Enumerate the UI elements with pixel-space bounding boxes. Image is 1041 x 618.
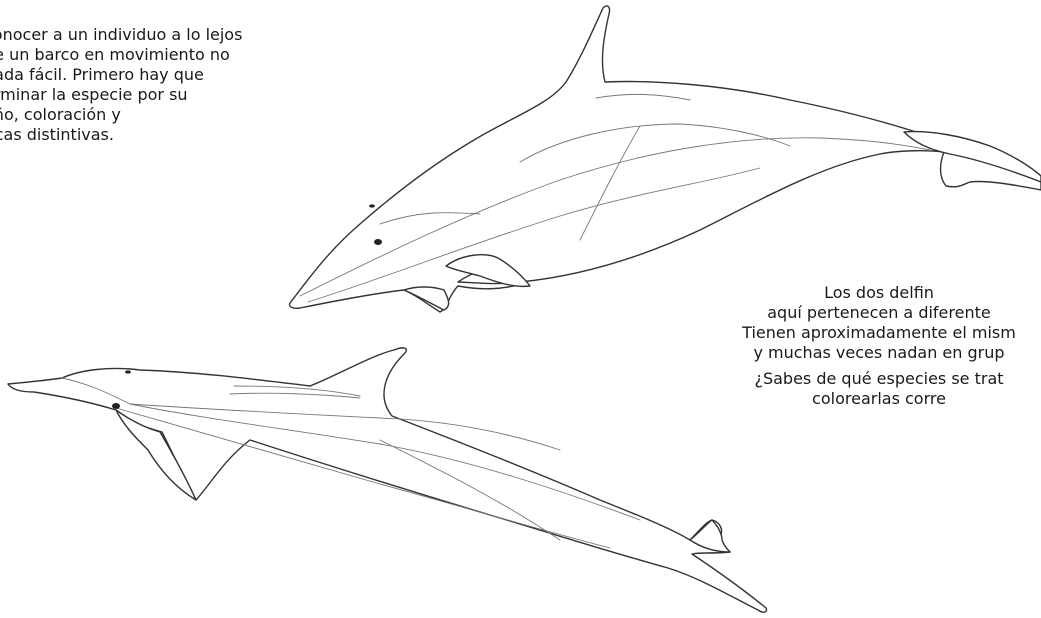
dolphin-top-line	[379, 212, 481, 225]
dolphin-top-line	[579, 125, 641, 241]
dolphin-bottom-flipper	[115, 409, 197, 501]
dolphin-top-flipper	[403, 286, 450, 311]
species-line: aquí pertenecen a diferente	[767, 303, 991, 322]
dolphin-bottom-line	[233, 385, 361, 397]
dolphin-top-line	[299, 137, 931, 297]
species-line: y muchas veces nadan en grup	[753, 343, 1005, 362]
dolphin-top-blowhole	[369, 204, 375, 208]
dolphin-top-tail	[903, 130, 1041, 183]
dolphin-bottom-line	[115, 407, 611, 549]
dolphin-top-line	[595, 93, 691, 101]
intro-line: año, coloración y	[0, 105, 121, 124]
dolphin-top-body	[288, 5, 1041, 313]
dolphin-bottom-illustration	[7, 347, 768, 613]
intro-paragraph: conocer a un individuo a lo lejos de un …	[0, 25, 242, 145]
dolphin-top-line	[307, 167, 761, 303]
dolphin-top-line	[519, 123, 791, 163]
dolphin-bottom-line	[61, 377, 641, 521]
dolphin-bottom-eye	[112, 403, 120, 409]
dolphin-bottom-tail	[689, 519, 731, 553]
intro-line: de un barco en movimiento no	[0, 45, 230, 64]
question-line: ¿Sabes de qué especies se trat	[754, 369, 1004, 388]
intro-line: ticas distintivas.	[0, 125, 114, 144]
species-line: Los dos delfin	[824, 283, 934, 302]
dolphin-bottom-body	[7, 347, 768, 613]
dolphin-bottom-line	[129, 403, 561, 451]
dolphin-bottom-line	[229, 392, 361, 399]
species-line: Tienen aproximadamente el mism	[742, 323, 1016, 342]
dolphin-top-illustration	[288, 5, 1041, 313]
dolphin-top-flipper	[445, 254, 531, 288]
intro-line: erminar la especie por su	[0, 85, 188, 104]
intro-line: nada fácil. Primero hay que	[0, 65, 204, 84]
dolphin-bottom-blowhole	[125, 370, 131, 374]
dolphin-bottom-line	[379, 439, 561, 541]
intro-line: conocer a un individuo a lo lejos	[0, 25, 243, 44]
question-line: colorearlas corre	[812, 389, 946, 408]
species-paragraph: Los dos delfin aquí pertenecen a diferen…	[689, 283, 1041, 409]
dolphin-top-eye	[374, 239, 382, 245]
